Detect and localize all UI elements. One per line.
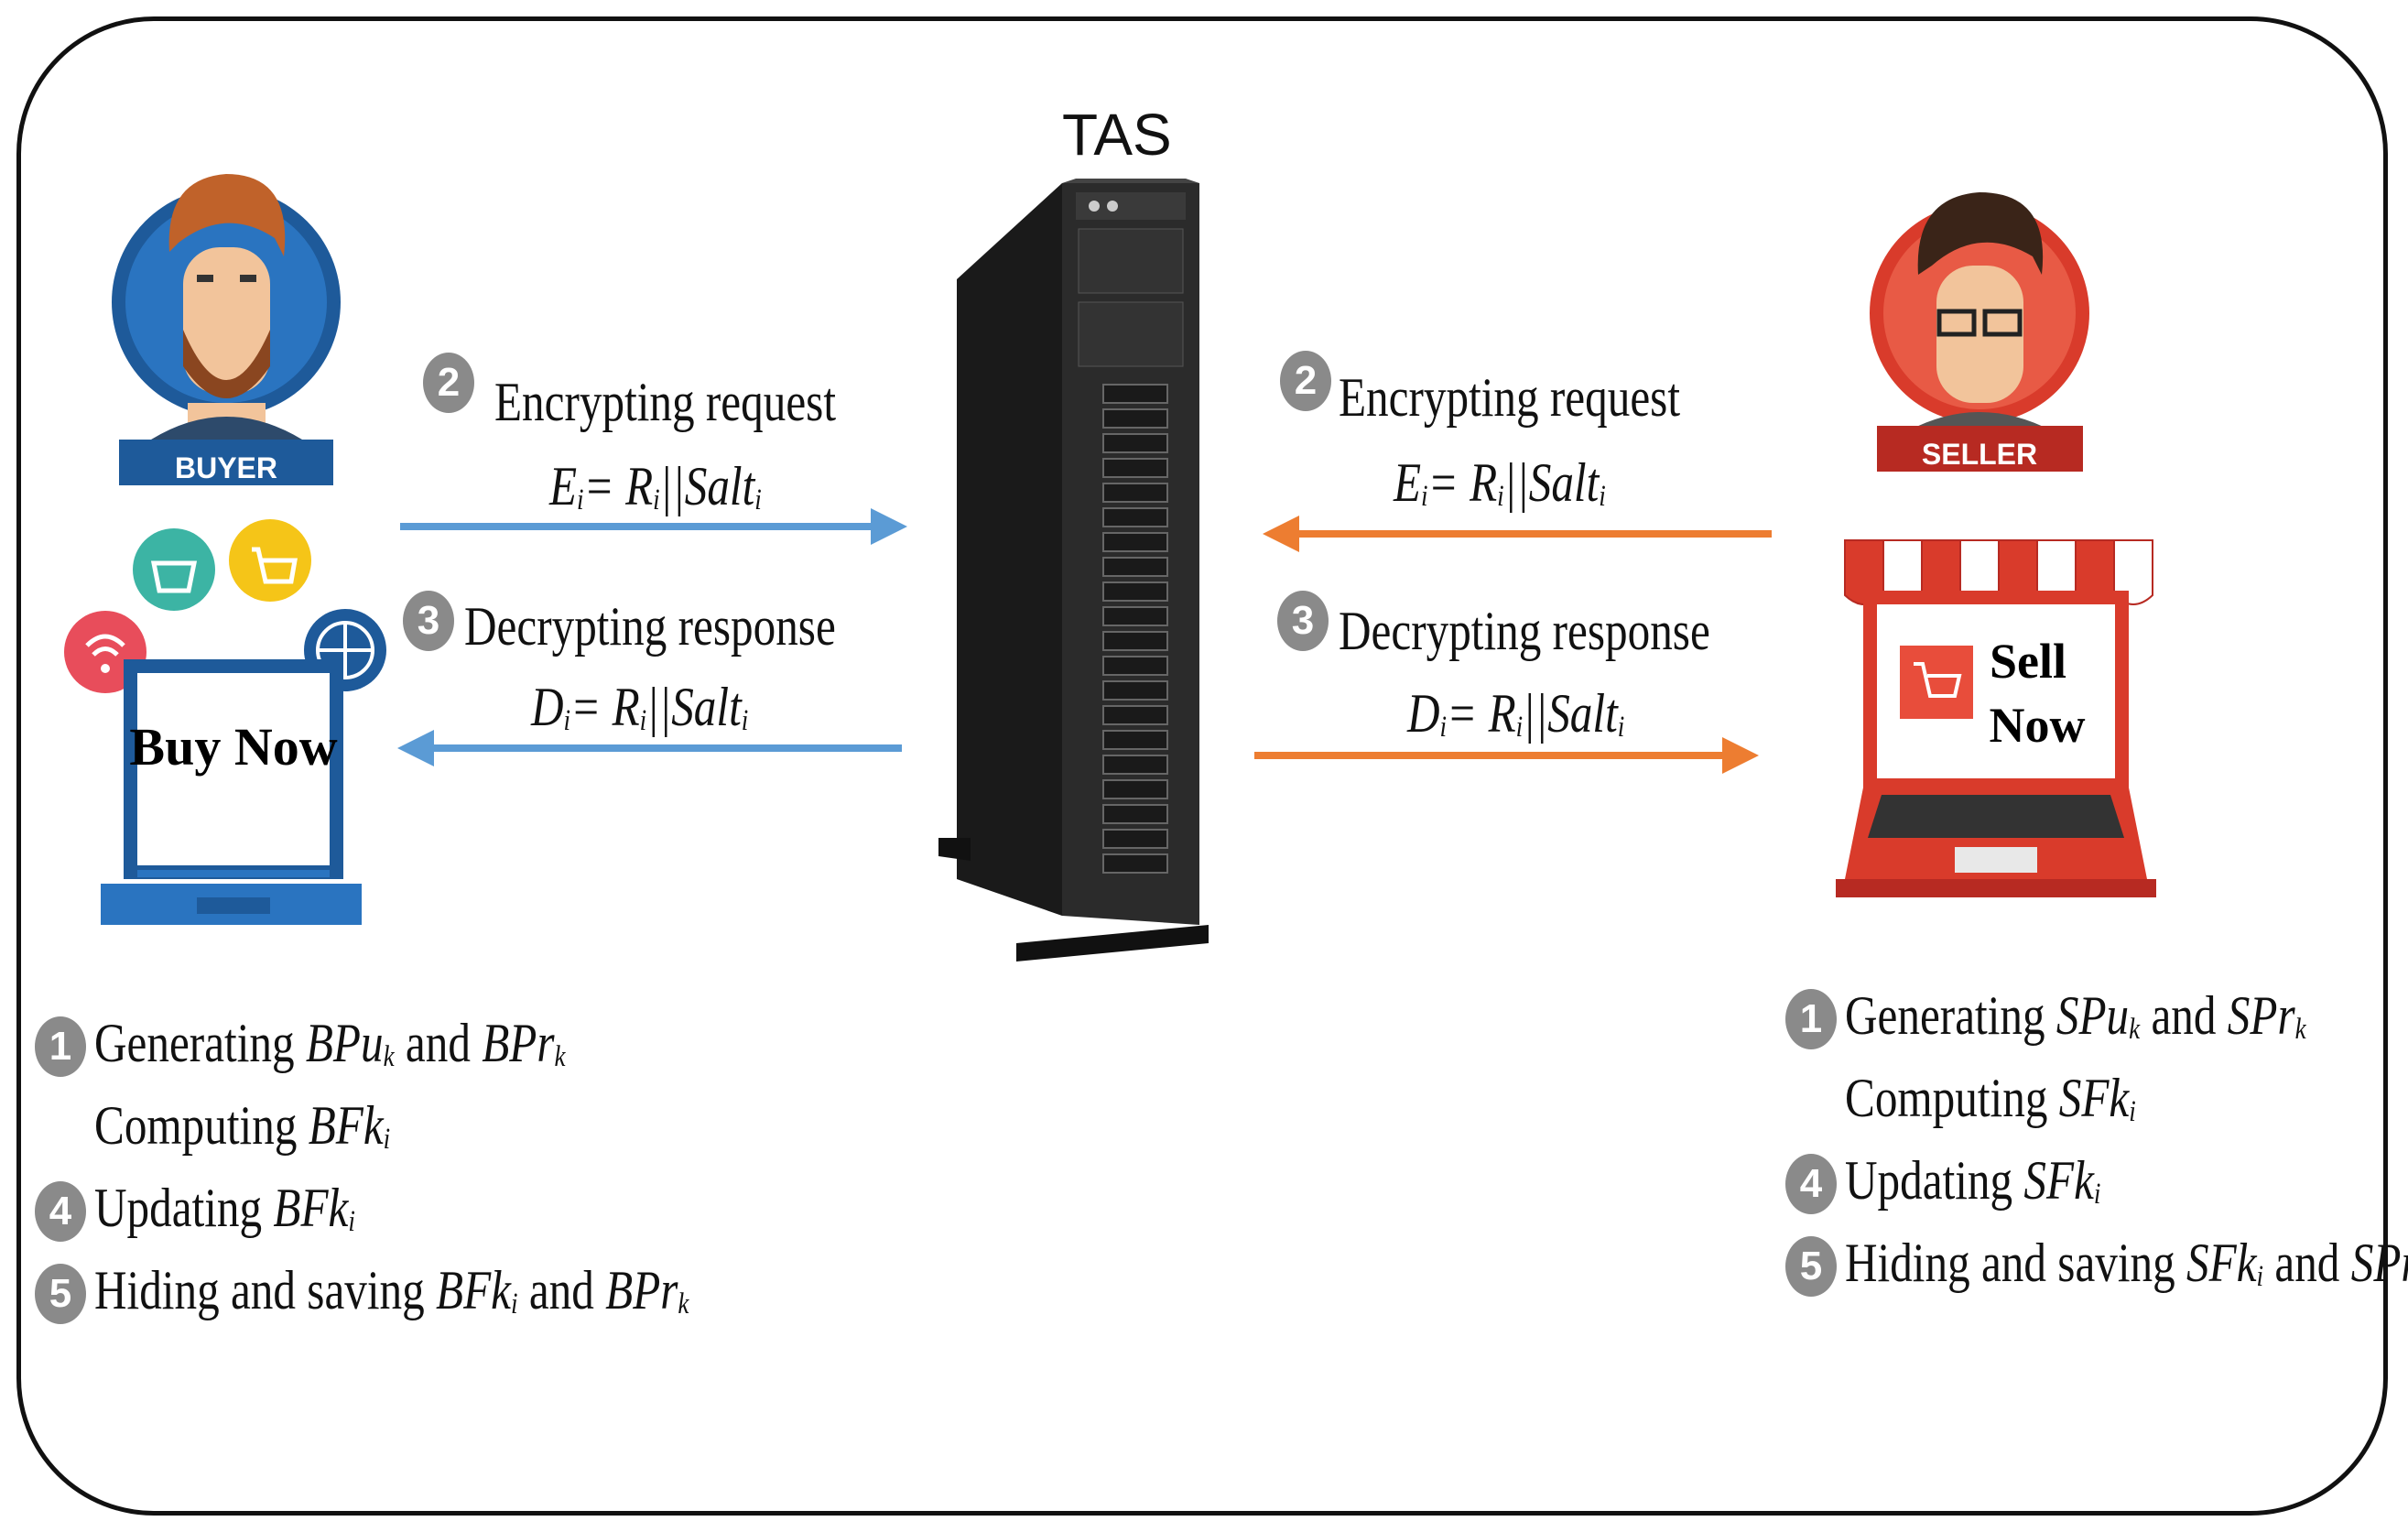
drive-bay <box>1102 507 1168 527</box>
drive-bay <box>1102 458 1168 478</box>
buyer-step-text: Updating BFki <box>94 1178 355 1238</box>
buyer-step-badge-5: 5 <box>35 1264 86 1324</box>
drive-bay <box>1102 384 1168 404</box>
buyer-request-step-badge: 2 <box>423 353 474 413</box>
drive-bay <box>1102 606 1168 626</box>
seller-step-text: Generating SPuk and SPrk <box>1845 985 2306 1046</box>
seller-response-equation: Di= Ri||Salti <box>1407 682 1624 745</box>
seller-step-badge-5: 5 <box>1785 1236 1837 1297</box>
drive-bay <box>1102 680 1168 701</box>
drive-bay <box>1102 631 1168 651</box>
seller-screen-line2: Now <box>1990 698 2086 753</box>
drive-bay <box>1102 779 1168 799</box>
buyer-request-equation: Ei= Ri||Salti <box>549 455 762 518</box>
drive-bay <box>1102 433 1168 453</box>
server-title: TAS <box>1062 102 1172 168</box>
drive-bay <box>1102 483 1168 503</box>
buyer-step-text: Computing BFki <box>94 1095 391 1156</box>
svg-text:BUYER: BUYER <box>175 451 277 484</box>
buyer-step-badge-1: 1 <box>35 1016 86 1077</box>
seller-step-text: Computing SFki <box>1845 1068 2136 1128</box>
buyer-screen-text: Buy Now <box>129 717 337 777</box>
eq-text: Di= Ri||Salti <box>1407 683 1625 744</box>
diagram-frame <box>16 16 2388 1516</box>
buyer-step-badge-4: 4 <box>35 1181 86 1242</box>
buyer-response-step-badge: 3 <box>403 591 454 651</box>
buyer-response-label: Decrypting response <box>464 596 836 657</box>
seller-step-badge-4: 4 <box>1785 1154 1837 1214</box>
seller-step-text: Hiding and saving SFki and SPrk <box>1845 1233 2408 1293</box>
eq-text: Di= Ri||Salti <box>531 677 749 737</box>
drive-bay <box>1102 730 1168 750</box>
seller-request-step-badge: 2 <box>1280 351 1331 411</box>
drive-bay <box>1102 581 1168 602</box>
seller-step-badge-1: 1 <box>1785 989 1837 1049</box>
drive-bay <box>1102 804 1168 824</box>
buyer-request-label: Encrypting request <box>494 372 836 432</box>
drive-bay <box>1102 705 1168 725</box>
drive-bay <box>1102 829 1168 849</box>
seller-step-text: Updating SFki <box>1845 1150 2101 1211</box>
seller-response-label: Decrypting response <box>1339 601 1710 661</box>
eq-text: Ei= Ri||Salti <box>1394 452 1606 513</box>
seller-request-equation: Ei= Ri||Salti <box>1394 451 1606 515</box>
buyer-response-equation: Di= Ri||Salti <box>531 676 748 739</box>
drive-bay <box>1102 656 1168 676</box>
buyer-step-text: Hiding and saving BFki and BPrk <box>94 1260 689 1320</box>
seller-request-label: Encrypting request <box>1339 367 1680 428</box>
drive-bay <box>1102 755 1168 775</box>
buyer-step-text: Generating BPuk and BPrk <box>94 1013 566 1073</box>
drive-bay <box>1102 408 1168 429</box>
svg-text:SELLER: SELLER <box>1922 438 2037 471</box>
drive-bay <box>1102 532 1168 552</box>
drive-bay <box>1102 557 1168 577</box>
eq-text: Ei= Ri||Salti <box>549 456 762 516</box>
seller-response-step-badge: 3 <box>1277 591 1329 651</box>
seller-screen-line1: Sell <box>1990 634 2066 689</box>
drive-bay <box>1102 853 1168 874</box>
